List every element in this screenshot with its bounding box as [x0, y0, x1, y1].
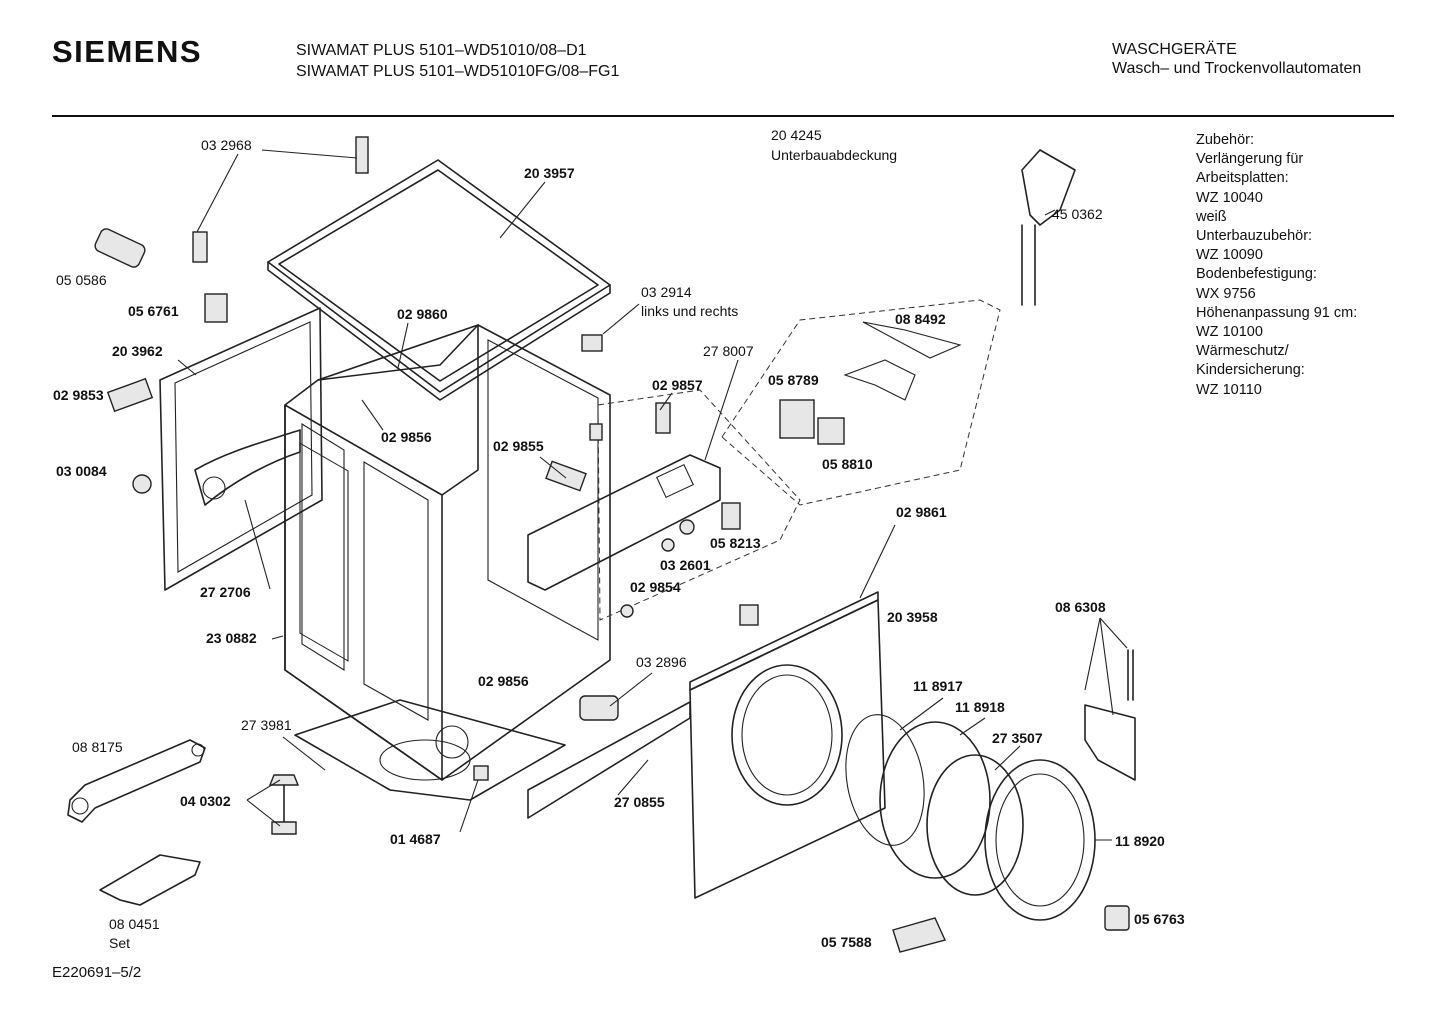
part-label-086308: 08 6308	[1055, 599, 1106, 615]
part-label-080451: 08 0451	[109, 916, 160, 932]
accessory-line: WZ 10040	[1196, 189, 1263, 206]
part-label-050586: 05 0586	[56, 272, 107, 288]
part-label-203958: 20 3958	[887, 609, 938, 625]
part-label-450362: 45 0362	[1052, 206, 1103, 222]
part-label-058810: 05 8810	[822, 456, 873, 472]
part-label-273507: 27 3507	[992, 730, 1043, 746]
part-desc-080451: Set	[109, 935, 130, 951]
model-line-1: SIWAMAT PLUS 5101–WD51010/08–D1	[296, 42, 587, 59]
part-label-278007: 27 8007	[703, 343, 754, 359]
part-label-203962: 20 3962	[112, 343, 163, 359]
part-label-203957: 20 3957	[524, 165, 575, 181]
part-label-032896: 03 2896	[636, 654, 687, 670]
part-label-273981: 27 3981	[241, 717, 292, 733]
part-label-118920: 11 8920	[1115, 833, 1165, 849]
part-label-032968: 03 2968	[201, 137, 252, 153]
part-label-032601: 03 2601	[660, 557, 711, 573]
part-label-056763: 05 6763	[1134, 911, 1185, 927]
part-label-057588: 05 7588	[821, 934, 872, 950]
accessory-line: Bodenbefestigung:	[1196, 266, 1317, 283]
part-label-058789: 05 8789	[768, 372, 819, 388]
part-label-056761: 05 6761	[128, 303, 179, 319]
part-label-029861: 02 9861	[896, 504, 947, 520]
accessory-line: WZ 10090	[1196, 247, 1263, 264]
part-label-040302: 04 0302	[180, 793, 231, 809]
part-label-118918: 11 8918	[955, 699, 1005, 715]
part-desc-032914: links und rechts	[641, 303, 738, 319]
part-label-029855: 02 9855	[493, 438, 544, 454]
accessory-line: Höhenanpassung 91 cm:	[1196, 304, 1358, 321]
part-label-270855: 27 0855	[614, 794, 665, 810]
part-label-204245: 20 4245	[771, 127, 822, 143]
cabinet-drawing	[67, 136, 1136, 953]
accessory-line: WZ 10110	[1196, 381, 1262, 398]
part-label-088492: 08 8492	[895, 311, 946, 327]
part-label-230882: 23 0882	[206, 630, 257, 646]
part-label-032914: 03 2914	[641, 284, 692, 300]
part-label-029856a: 02 9856	[381, 429, 432, 445]
part-label-088175: 08 8175	[72, 739, 123, 755]
accessory-line: Unterbauzubehör:	[1196, 228, 1313, 245]
part-label-029857: 02 9857	[652, 377, 703, 393]
accessory-line: Zubehör:	[1196, 132, 1255, 148]
accessory-line: Verlängerung für	[1196, 151, 1304, 168]
part-label-272706: 27 2706	[200, 584, 251, 600]
part-label-030084: 03 0084	[56, 463, 107, 479]
category-line-2: Wasch– und Trockenvollautomaten	[1112, 60, 1362, 77]
part-label-029856b: 02 9856	[478, 673, 529, 689]
drawing-code: E220691–5/2	[52, 964, 142, 981]
accessory-line: Arbeitsplatten:	[1196, 170, 1289, 187]
model-line-2: SIWAMAT PLUS 5101–WD51010FG/08–FG1	[296, 63, 620, 80]
header-divider	[52, 115, 1394, 117]
brand-logo: SIEMENS	[52, 34, 203, 69]
accessory-line: Wärmeschutz/	[1196, 343, 1289, 360]
product-category: WASCHGERÄTE Wasch– und Trockenvollautoma…	[1112, 40, 1361, 78]
accessory-line: Kindersicherung:	[1196, 362, 1305, 379]
accessory-line: WZ 10100	[1196, 324, 1263, 341]
part-labels: 03 2968 05 0586 05 6761 20 3962 02 9853 …	[53, 127, 1185, 951]
part-label-029853: 02 9853	[53, 387, 104, 403]
part-label-118917: 11 8917	[913, 678, 963, 694]
part-label-029860: 02 9860	[397, 306, 448, 322]
leader-lines	[177, 149, 1128, 841]
model-designation: SIWAMAT PLUS 5101–WD51010/08–D1 SIWAMAT …	[296, 40, 619, 82]
part-label-058213: 05 8213	[710, 535, 761, 551]
accessory-line: weiß	[1196, 208, 1227, 225]
category-line-1: WASCHGERÄTE	[1112, 41, 1237, 58]
part-label-029854: 02 9854	[630, 579, 681, 595]
accessories-list: Zubehör: Verlängerung für Arbeitsplatten…	[1196, 131, 1357, 400]
part-label-014687: 01 4687	[390, 831, 441, 847]
accessory-line: WX 9756	[1196, 285, 1256, 302]
part-desc-204245: Unterbauabdeckung	[771, 147, 897, 163]
